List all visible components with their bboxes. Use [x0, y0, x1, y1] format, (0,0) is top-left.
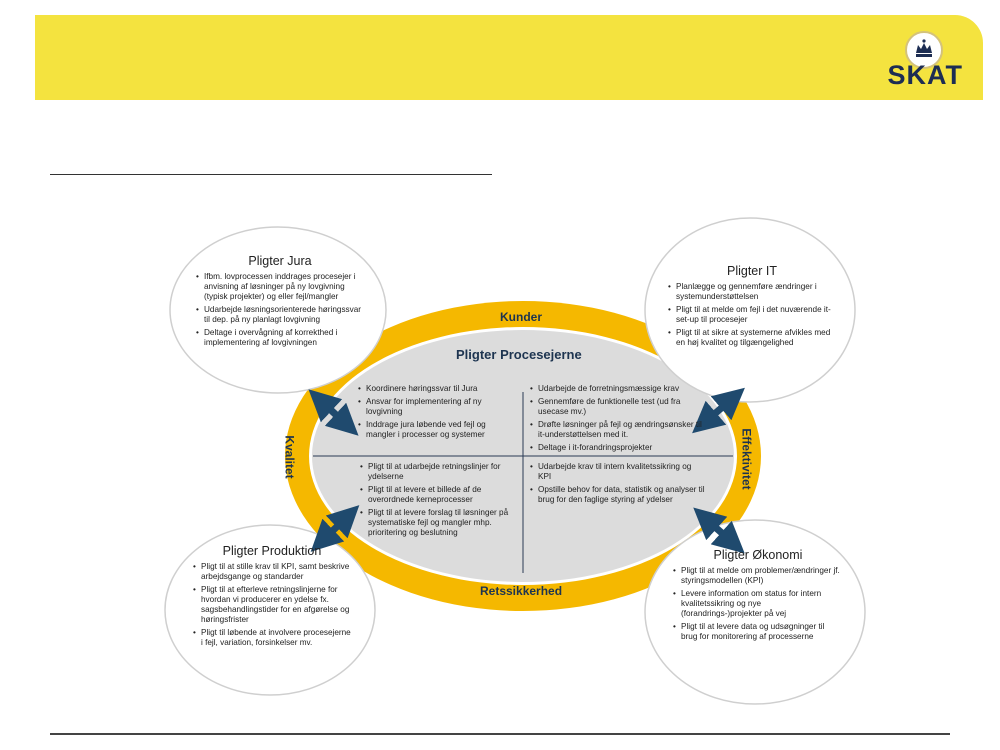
list-item: Pligt til at levere et billede af de ove… — [360, 485, 520, 505]
produktion-box: Pligter Produktion Pligt til at stille k… — [193, 544, 351, 651]
quadrant-bottom-right: Udarbejde krav til intern kvalitetssikri… — [530, 462, 705, 508]
produktion-arrow — [310, 505, 360, 552]
quadrant-top-left: Koordinere høringssvar til Jura Ansvar f… — [358, 384, 516, 443]
list-item: Pligt til at levere forslag til løsninge… — [360, 508, 520, 538]
list-item: Pligt til at stille krav til KPI, samt b… — [193, 562, 351, 582]
ring-label-bottom: Retssikkerhed — [480, 584, 563, 598]
center-title: Pligter Procesejerne — [456, 347, 582, 362]
logo-text: SKAT — [887, 60, 963, 90]
list-item: Pligt til at levere data og udsøgninger … — [673, 622, 843, 642]
list-item: Gennemføre de funktionelle test (ud fra … — [530, 397, 710, 417]
footer-divider — [50, 733, 950, 735]
list-item: Udarbejde de forretningsmæssige krav — [530, 384, 710, 394]
list-item: Opstille behov for data, statistik og an… — [530, 485, 705, 505]
crown-icon — [905, 31, 943, 69]
list-item: Udarbejde løsningsorienterede høringssva… — [196, 305, 364, 325]
okonomi-title: Pligter Økonomi — [713, 548, 803, 562]
quadrant-top-right: Udarbejde de forretningsmæssige krav Gen… — [530, 384, 710, 456]
it-box: Pligter IT Planlægge og gennemføre ændri… — [668, 264, 836, 351]
okonomi-box: Pligter Økonomi Pligt til at melde om pr… — [673, 548, 843, 645]
list-item: Pligt til at sikre at systemerne afvikle… — [668, 328, 836, 348]
list-item: Pligt til at melde om problemer/ændringe… — [673, 566, 843, 586]
list-item: Planlægge og gennemføre ændringer i syst… — [668, 282, 836, 302]
skat-logo: SKAT — [853, 27, 963, 97]
list-item: Koordinere høringssvar til Jura — [358, 384, 516, 394]
list-item: Levere information om status for intern … — [673, 589, 843, 619]
list-item: Drøfte løsninger på fejl og ændringsønsk… — [530, 420, 710, 440]
list-item: Pligt til løbende at involvere proceseje… — [193, 628, 351, 648]
list-item: Deltage i overvågning af korrekthed i im… — [196, 328, 364, 348]
it-title: Pligter IT — [726, 264, 777, 278]
it-arrow — [692, 387, 745, 434]
list-item: Pligt til at melde om fejl i det nuværen… — [668, 305, 836, 325]
title-divider — [50, 174, 492, 175]
list-item: Inddrage jura løbende ved fejl og mangle… — [358, 420, 516, 440]
list-item: Udarbejde krav til intern kvalitetssikri… — [530, 462, 705, 482]
jura-arrow — [308, 389, 359, 436]
header-banner: SKAT — [35, 15, 983, 100]
jura-title: Pligter Jura — [248, 254, 312, 268]
ring-label-left: Kvalitet — [282, 435, 297, 479]
produktion-title: Pligter Produktion — [222, 544, 322, 558]
list-item: Ansvar for implementering af ny lovgivni… — [358, 397, 516, 417]
list-item: Pligt til at efterleve retningslinjerne … — [193, 585, 351, 625]
list-item: Ifbm. lovprocessen inddrages procesejer … — [196, 272, 364, 302]
ring-label-right: Effektivitet — [739, 428, 754, 490]
list-item: Deltage i it-forandringsprojekter — [530, 443, 710, 453]
jura-box: Pligter Jura Ifbm. lovprocessen inddrage… — [196, 254, 364, 351]
quadrant-bottom-left: Pligt til at udarbejde retningslinjer fo… — [360, 462, 520, 541]
ring-label-top: Kunder — [500, 310, 542, 324]
list-item: Pligt til at udarbejde retningslinjer fo… — [360, 462, 520, 482]
okonomi-arrow — [693, 507, 745, 554]
